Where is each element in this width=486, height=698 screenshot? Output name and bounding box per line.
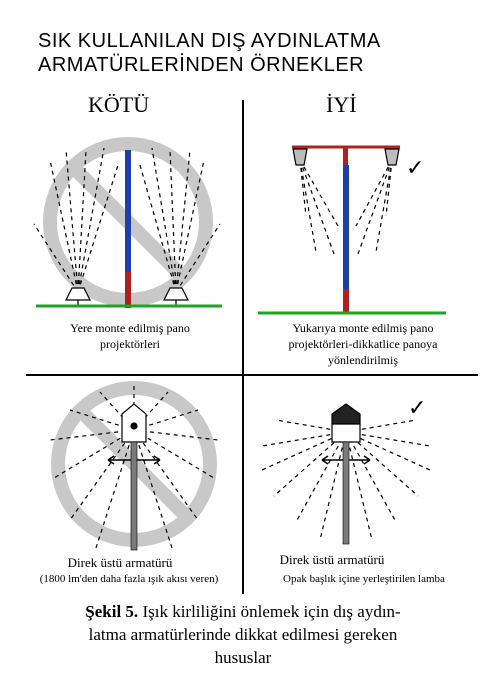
caption-line: projektörleri (100, 337, 160, 351)
opaque-luminaire-head (331, 403, 361, 443)
luminaire-head (121, 403, 147, 443)
checkmark-icon: ✓ (406, 156, 425, 181)
figure-label: Şekil 5. (85, 602, 139, 621)
caption-panel-3-title: Direk üstü armatürü (67, 555, 173, 570)
figure-caption: Şekil 5. Işık kirliliğini önlemek için d… (20, 600, 466, 669)
pole-blue (125, 150, 131, 272)
light-rays (33, 147, 221, 293)
caption-line: Yukarıya monte edilmiş pano (292, 321, 434, 335)
checkmark-icon: ✓ (408, 396, 427, 421)
vertical-divider (242, 100, 244, 594)
caption-line: yönlendirilmiş (328, 353, 398, 367)
pole-red-bottom (343, 289, 349, 313)
top-floodlight-left (292, 148, 308, 166)
pole-red (125, 272, 131, 308)
caption-panel-3-note: (1800 lm'den daha fazla ışık akısı veren… (39, 573, 219, 585)
figure-caption-line-1: Şekil 5. Işık kirliliğini önlemek için d… (20, 600, 466, 623)
ground-floodlight-right (163, 287, 189, 306)
light-rays (261, 419, 431, 541)
pole (130, 441, 138, 551)
caption-line: projektörleri-dikkatlice panoya (288, 337, 438, 351)
caption-panel-1: Yere monte edilmiş pano projektörleri (30, 320, 230, 352)
horizontal-divider (26, 374, 478, 376)
pole-red-top (343, 147, 348, 165)
heading-good: İYİ (326, 92, 357, 117)
figure-caption-line-2: latma armatürlerinde dikkat edilmesi ger… (88, 625, 398, 644)
figure-caption-line-3: hususlar (214, 648, 272, 667)
figure-caption-text: Işık kirliliğini önlemek için dış aydın- (138, 602, 401, 621)
top-floodlight-right (384, 148, 400, 166)
caption-panel-2: Yukarıya monte edilmiş pano projektörler… (250, 320, 476, 368)
pole-blue (343, 165, 349, 289)
caption-line: Yere monte edilmiş pano (70, 321, 190, 335)
pole (342, 441, 350, 545)
caption-panel-4-note: Opak başlık içine yerleştirilen lamba (283, 573, 445, 585)
light-rays (299, 159, 393, 255)
title-line-1: SIK KULLANILAN DIŞ AYDINLATMA (38, 30, 381, 52)
heading-bad: KÖTÜ (88, 92, 150, 117)
title-line-2: ARMATÜRLERİNDEN ÖRNEKLER (38, 54, 365, 76)
caption-panel-4-title: Direk üstü armatürü (279, 552, 385, 567)
